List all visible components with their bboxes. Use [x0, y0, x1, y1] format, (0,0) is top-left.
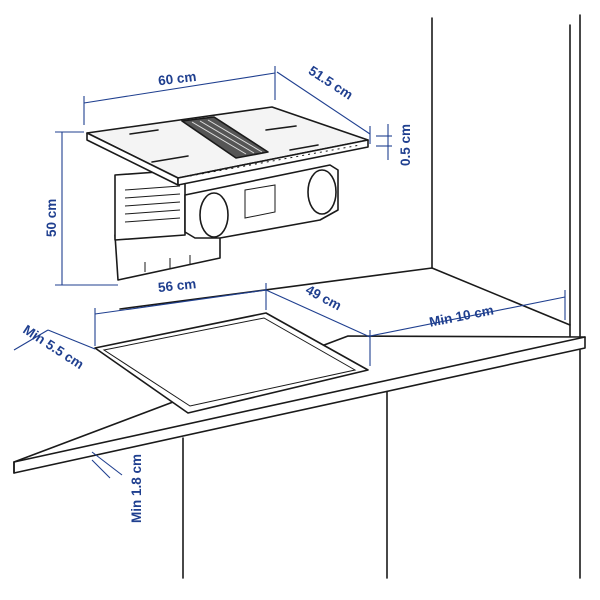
- dimension-lines: [13, 66, 566, 479]
- cutout: [94, 312, 369, 414]
- fan-vents: [124, 185, 181, 223]
- label-thickness: 0.5 cm: [398, 124, 413, 166]
- label-cutout-depth: 49 cm: [303, 282, 344, 313]
- label-height: 50 cm: [44, 199, 59, 237]
- label-min-front: Min 5.5 cm: [20, 322, 86, 372]
- label-min-back: Min 10 cm: [428, 302, 495, 329]
- cooktop-unit: [86, 106, 369, 281]
- wall-and-cabinet: [119, 14, 581, 579]
- label-min-worktop: Min 1.8 cm: [129, 454, 144, 523]
- label-cutout-width: 56 cm: [157, 276, 197, 295]
- label-width: 60 cm: [157, 69, 197, 89]
